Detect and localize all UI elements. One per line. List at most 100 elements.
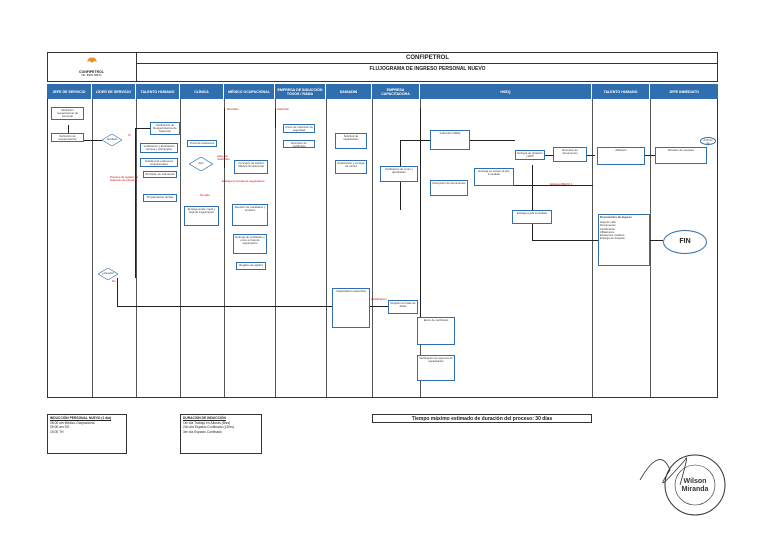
legend-line: 15:00 TH (50, 429, 64, 434)
lane-header: JEFE DE SERVICIO (47, 84, 92, 99)
process-box: Verificación de soportes de capacitación (417, 355, 455, 381)
lane (593, 99, 651, 397)
annotation-note: Inducción (277, 107, 289, 111)
logo-text: CONFIPETROL (78, 70, 105, 74)
annotation-note: Apto con restricción (217, 154, 230, 162)
lane (93, 99, 137, 397)
documents-title: Documentos de ingreso (600, 215, 632, 219)
process-box: Recepción de documentos (430, 180, 468, 196)
process-box: Entrega a jefe inmediato (512, 210, 552, 224)
process-box: Definición de requerimientos (51, 133, 84, 142)
lane-header: DANIADIN (326, 84, 372, 99)
connector-line (82, 140, 102, 141)
annotation-note: Proceso de registro de selección de pers… (110, 175, 139, 183)
process-box: Programación fechas (143, 194, 177, 202)
stamp-name-1: Wilson (684, 478, 707, 485)
legend-title: INDUCCIÓN PERSONAL NUEVO (1 día) (50, 416, 112, 420)
connector-line (645, 155, 655, 156)
decision-diamond (98, 268, 118, 280)
end-terminator: FIN (663, 230, 707, 254)
process-box: Inducción HSEQ (430, 130, 470, 150)
lane-header: EMPRESA DE INDUCCIÓN TOXOS / RAMA (275, 84, 326, 99)
legend-line: 09:00 am SG (50, 425, 70, 429)
stamp-name-2: Miranda (682, 486, 709, 493)
lane (48, 99, 93, 397)
connector-line (470, 140, 515, 141)
documents-item: Exámenes médicos (600, 233, 625, 238)
process-box: Verificación de Requerimientos de Selecc… (150, 122, 180, 135)
process-box: Capacitación específica (332, 288, 370, 328)
lane (327, 99, 373, 397)
decision-diamond (188, 157, 214, 171)
company-logo-icon (86, 57, 97, 63)
connector-line (224, 108, 225, 168)
legend-line: 3er día Espacio Confinado (183, 429, 222, 434)
annotation-note: No (112, 279, 116, 283)
process-box: Remisión de exámenes (143, 171, 177, 178)
decision-label: Apto (198, 162, 204, 165)
header-frame (47, 52, 718, 82)
lane-header: MÉDICO OCUPACIONAL (224, 84, 275, 99)
process-box: Afiliación (597, 147, 645, 165)
lane (421, 99, 593, 397)
process-box: Curso de inducción de seguridad (283, 124, 315, 133)
page-subtitle: FLUJOGRAMA DE INGRESO PERSONAL NUEVO (369, 66, 486, 72)
lane (373, 99, 421, 397)
lane-header: JEFE INMEDIATO (669, 89, 699, 94)
annotation-note: Entrega ANEXO 1 (550, 182, 573, 186)
process-box: Verificación de curso y aprobación (380, 166, 418, 182)
connector-line (117, 278, 118, 307)
connector-line (275, 108, 276, 128)
process-box: Archivo de soportes en hoja de vida (700, 137, 716, 145)
process-box: Revisión de soportes (655, 147, 707, 164)
lane-header: EMPRESA CAPACITADORA (372, 84, 420, 99)
decision-label: Aprobado (106, 138, 118, 141)
logo-cell: CONFIPETROL Nit: 890718971 (47, 52, 137, 82)
documents-item: Hoja de vida (600, 220, 616, 225)
lane-header: TALENTO HUMANO (136, 84, 180, 99)
process-box: Verificación y Evaluación técnica y psic… (140, 143, 178, 153)
process-box: Solicitud de capacitación (335, 133, 367, 149)
lane (137, 99, 181, 397)
decision-diamond (102, 134, 122, 146)
lane-header: CLÍNICA (180, 84, 224, 99)
decision-label: ¿Aprueba? (102, 272, 114, 275)
signature-stamp: Wilson Miranda (639, 454, 726, 516)
lane-header: TALENTO HUMANO (592, 84, 650, 99)
connector-line (136, 128, 152, 129)
lane-header: LÍDER DE SERVICIO (92, 84, 136, 99)
annotation-note: No apto (200, 193, 210, 197)
connector-line (532, 165, 533, 240)
annotation-note: Entrega en la hoja de seguimiento (222, 179, 265, 183)
legend-induccion: INDUCCIÓN PERSONAL NUEVO (1 día) 08:00 a… (47, 414, 127, 454)
documents-item: Certificados (600, 226, 615, 231)
lane-header: HSEQ (420, 84, 592, 99)
process-box: Solicitud de exámenes ocupacionales (140, 158, 178, 167)
legend-line: 1er día Trabajo en Alturas (8hrs) (183, 420, 231, 425)
lane (181, 99, 225, 397)
legend-duracion: DURACIÓN DE INDUCCIÓN 1er día Trabajo en… (180, 414, 262, 454)
connector-line (135, 128, 136, 278)
documents-item: Documentos (600, 223, 616, 228)
process-box: Envío de certificado (417, 317, 455, 345)
connector-line (420, 108, 421, 338)
process-box: Entrega de dotación y EPP (515, 150, 545, 160)
annotation-note: Si (128, 133, 131, 137)
process-box: Realización y entrega de carnet (335, 160, 367, 174)
logo-nit: Nit: 890718971 (81, 73, 102, 77)
process-box: Remisión de certificado (283, 140, 315, 148)
documents-panel: Documentos de ingreso Hoja de vida Docum… (598, 214, 650, 266)
process-box: Definición requerimiento de personal (51, 107, 84, 120)
process-duration-note: Tiempo máximo estimado de duración del p… (372, 414, 592, 423)
process-box: Entrega al jefe copia y hoja de seguimie… (184, 206, 219, 226)
connector-line (117, 306, 339, 307)
process-box: Toma de exámenes (187, 140, 217, 147)
process-box: Registro en base de datos (388, 300, 418, 314)
process-box: Concepto de Aptitud Médica Ocupacional (234, 160, 268, 174)
documents-item: Afiliaciones (600, 229, 615, 234)
lane-headers: JEFE DE SERVICIO LÍDER DE SERVICIO TALEN… (47, 84, 718, 99)
connector-line (68, 125, 69, 140)
page-title: CONFIPETROL (137, 52, 718, 64)
process-box: Entrega de certificado y envío a hoja de… (233, 234, 267, 254)
legend-line: 2do día Espacio Confinado (12hrs) (183, 425, 234, 429)
